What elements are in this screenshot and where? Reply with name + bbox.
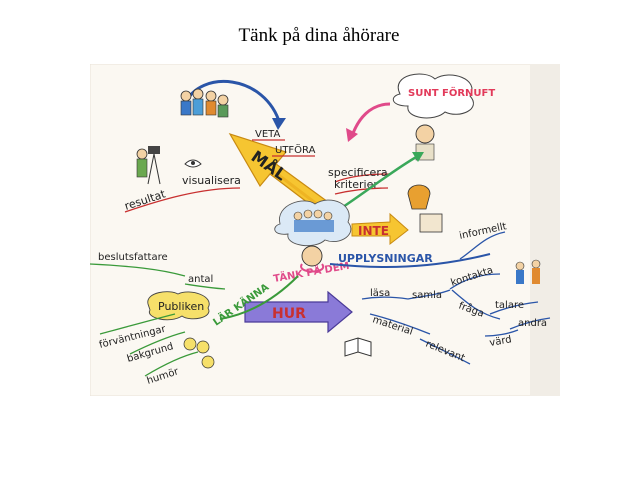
audience-people-drawing — [180, 88, 229, 118]
mal-item-veta: VETA — [255, 129, 280, 140]
eye-icon — [184, 159, 202, 168]
mind-map-illustration: MÅL VETA UTFÖRA specificera kriterier re… — [90, 64, 560, 396]
mal-item-utfora: UTFÖRA — [275, 143, 316, 156]
slide-title: Tänk på dina åhörare — [238, 25, 400, 46]
upplysningar-label: UPPLYSNINGAR — [338, 252, 433, 265]
specificera-branch: specificera kriterier — [328, 166, 391, 195]
photographer-drawing — [136, 146, 161, 185]
inte-branch: INTE — [351, 184, 443, 246]
kriterier-label: kriterier — [334, 178, 378, 191]
faces-icons — [183, 337, 215, 369]
hur-label: HUR — [272, 306, 306, 322]
visualisera-label: visualisera — [182, 174, 241, 187]
talking-people-drawing — [515, 259, 541, 284]
teapot-drawing — [407, 184, 443, 233]
antal-label: antal — [188, 274, 213, 285]
publiken-node: Publiken — [147, 291, 210, 321]
publiken-label: Publiken — [158, 300, 204, 313]
hur-branch: HUR — [244, 290, 353, 334]
sunt-fornuft-label: SUNT FÖRNUFT — [408, 85, 495, 99]
lasa-label: läsa — [370, 288, 390, 299]
talare-label: talare — [495, 300, 524, 311]
andra-label: andra — [518, 318, 547, 329]
vard-label: värd — [489, 334, 513, 349]
specificera-label: specificera — [328, 166, 388, 179]
mal-branch: MÅL VETA UTFÖRA — [228, 129, 329, 213]
samla-label: samla — [412, 290, 442, 301]
blue-feedback-arrow — [183, 80, 286, 130]
green-arrow — [339, 152, 424, 211]
inte-label: INTE — [358, 224, 389, 238]
sunt-fornuft-branch: SUNT FÖRNUFT — [346, 73, 495, 161]
beslutsfattare-label: beslutsfattare — [98, 252, 168, 263]
book-icon — [344, 337, 372, 357]
